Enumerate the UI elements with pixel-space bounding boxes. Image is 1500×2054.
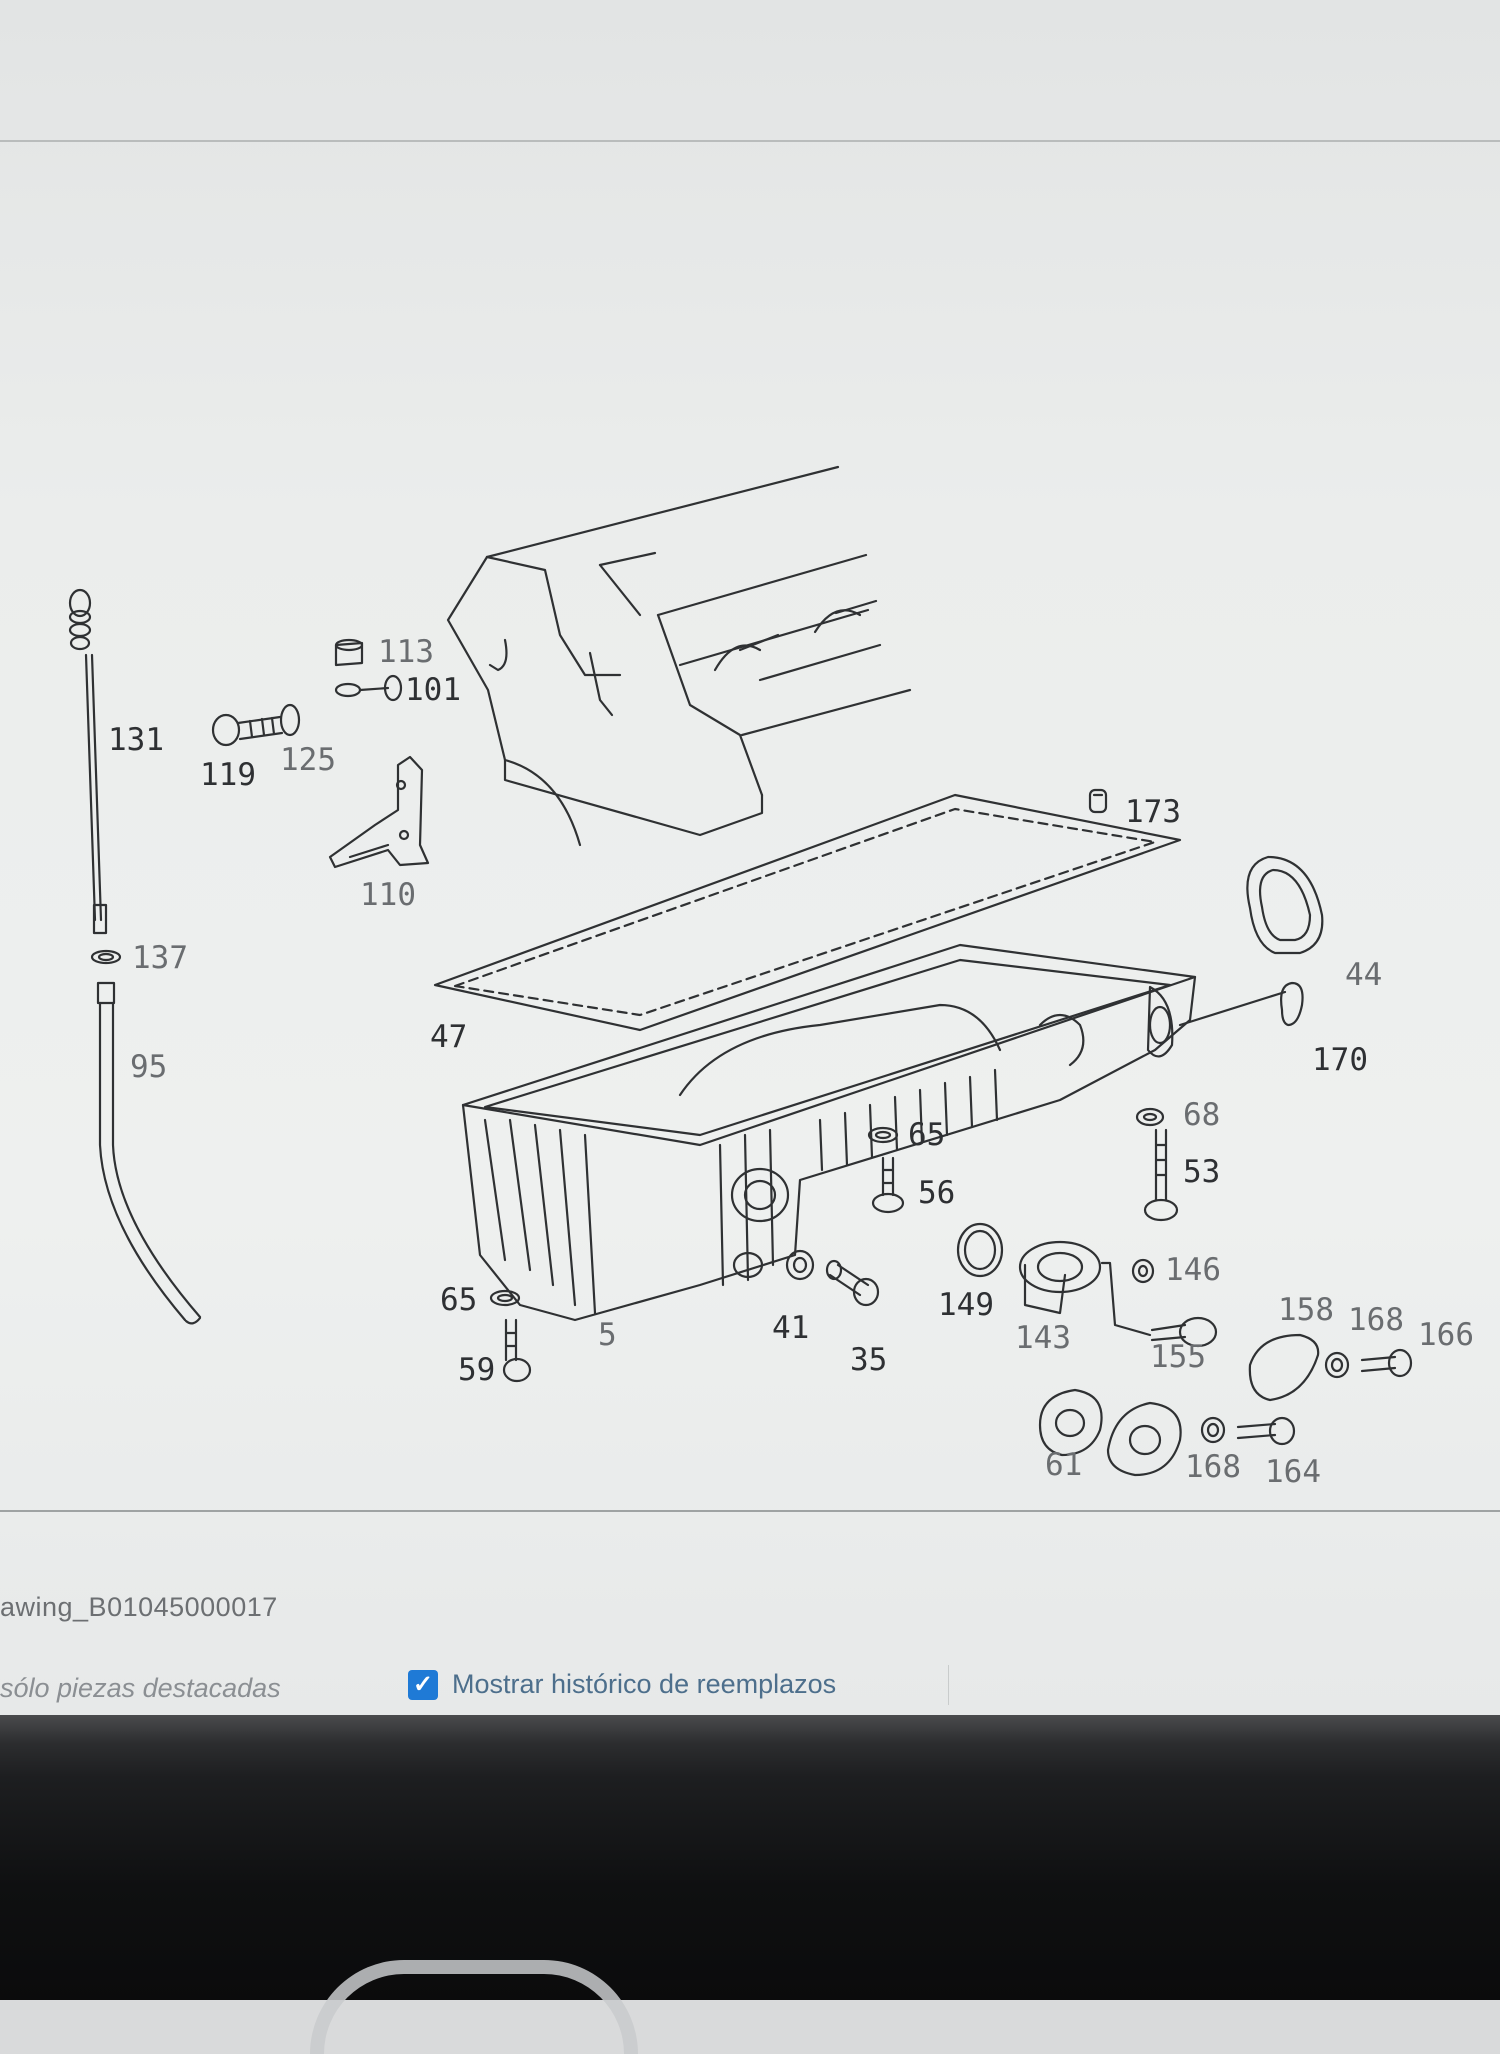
header-divider (0, 140, 1500, 142)
drain-plug-35-part[interactable] (825, 1259, 880, 1307)
callout-137[interactable]: 137 (132, 940, 188, 976)
monitor-logo (310, 1960, 638, 2054)
callout-56[interactable]: 56 (918, 1175, 955, 1211)
callout-110[interactable]: 110 (360, 877, 416, 913)
callout-170[interactable]: 170 (1312, 1042, 1368, 1078)
callout-119[interactable]: 119 (200, 757, 256, 793)
history-checkbox[interactable]: ✓ (408, 1669, 438, 1700)
history-option[interactable]: ✓ Mostrar histórico de reemplazos (408, 1669, 836, 1700)
callout-166[interactable]: 166 (1418, 1317, 1474, 1353)
washer-101-part[interactable] (334, 674, 403, 702)
callout-95[interactable]: 95 (130, 1049, 167, 1085)
flange-61-part[interactable] (1038, 1388, 1103, 1457)
washer-65-part[interactable] (867, 1126, 899, 1144)
drawing-name: awing_B01045000017 (0, 1592, 278, 1622)
callout-143[interactable]: 143 (1015, 1320, 1071, 1356)
filter-housing-143-part[interactable] (1018, 1240, 1152, 1337)
drawing-bottom-divider (0, 1510, 1500, 1512)
bolt-53-part[interactable] (1143, 1128, 1179, 1222)
gasket-44-part[interactable] (1246, 855, 1324, 955)
bolt-56-part[interactable] (871, 1156, 905, 1214)
history-label[interactable]: Mostrar histórico de reemplazos (452, 1669, 837, 1699)
bolt-59-part[interactable] (502, 1318, 532, 1383)
exploded-view-diagram: 131 119 125 113 101 110 137 95 173 47 44… (68, 465, 1474, 1490)
plug-41-part[interactable] (785, 1249, 815, 1281)
callout-47[interactable]: 47 (430, 1019, 467, 1055)
washer-65-lower-part[interactable] (489, 1289, 521, 1307)
guide-tube-part[interactable] (96, 981, 202, 1325)
callout-168[interactable]: 168 (1348, 1302, 1404, 1338)
monitor-bezel (0, 1715, 1500, 2054)
washer-68-part[interactable] (1135, 1107, 1165, 1127)
plug-173-part[interactable] (1088, 788, 1108, 814)
callout-65-lower[interactable]: 65 (440, 1282, 477, 1318)
callout-146[interactable]: 146 (1165, 1252, 1221, 1288)
callout-125[interactable]: 125 (280, 742, 336, 778)
gasket-158-part[interactable] (1248, 1333, 1320, 1402)
seal-146-part[interactable] (1131, 1258, 1155, 1284)
callout-68[interactable]: 68 (1183, 1097, 1220, 1133)
bolt-164-part[interactable] (1236, 1416, 1296, 1446)
callout-35[interactable]: 35 (850, 1342, 887, 1378)
callout-65[interactable]: 65 (908, 1117, 945, 1153)
bolt-166-part[interactable] (1360, 1348, 1413, 1378)
nut-113-part[interactable] (334, 638, 364, 667)
seal-137-part[interactable] (90, 949, 122, 965)
callout-59[interactable]: 59 (458, 1352, 495, 1388)
callout-41[interactable]: 41 (772, 1310, 809, 1346)
callout-168-lower[interactable]: 168 (1185, 1449, 1241, 1485)
engine-block-part (446, 465, 912, 847)
bracket-110-part[interactable] (328, 755, 430, 869)
callout-164[interactable]: 164 (1265, 1454, 1321, 1490)
sensor-155-part[interactable] (1150, 1316, 1218, 1348)
oil-pan-part[interactable] (461, 943, 1287, 1322)
callout-101[interactable]: 101 (405, 672, 461, 708)
seal-170-part[interactable] (1280, 981, 1304, 1027)
bolt-119-part[interactable] (211, 703, 301, 747)
oring-149-part[interactable] (956, 1222, 1004, 1278)
callout-173[interactable]: 173 (1125, 794, 1181, 830)
callout-44[interactable]: 44 (1345, 957, 1382, 993)
options-bar: sólo piezas destacadas ✓ Mostrar históri… (0, 1665, 1500, 1715)
washer-168-lower-part[interactable] (1200, 1416, 1226, 1444)
callout-61[interactable]: 61 (1045, 1447, 1082, 1483)
gasket-47-part[interactable] (433, 793, 1182, 1032)
callout-5[interactable]: 5 (598, 1317, 617, 1353)
callout-149[interactable]: 149 (938, 1287, 994, 1323)
callout-155[interactable]: 155 (1150, 1339, 1206, 1375)
options-divider (948, 1665, 949, 1705)
parts-drawing[interactable]: 131 119 125 113 101 110 137 95 173 47 44… (0, 145, 1500, 1505)
flange-plate-part[interactable] (1106, 1401, 1182, 1477)
callout-113[interactable]: 113 (378, 634, 434, 670)
dipstick-part[interactable] (68, 588, 108, 935)
washer-168-part[interactable] (1324, 1351, 1350, 1379)
only-highlighted-option[interactable]: sólo piezas destacadas (0, 1673, 281, 1703)
callout-158[interactable]: 158 (1278, 1292, 1334, 1328)
callout-131[interactable]: 131 (108, 722, 164, 758)
screen: 131 119 125 113 101 110 137 95 173 47 44… (0, 0, 1500, 1715)
callout-53[interactable]: 53 (1183, 1154, 1220, 1190)
